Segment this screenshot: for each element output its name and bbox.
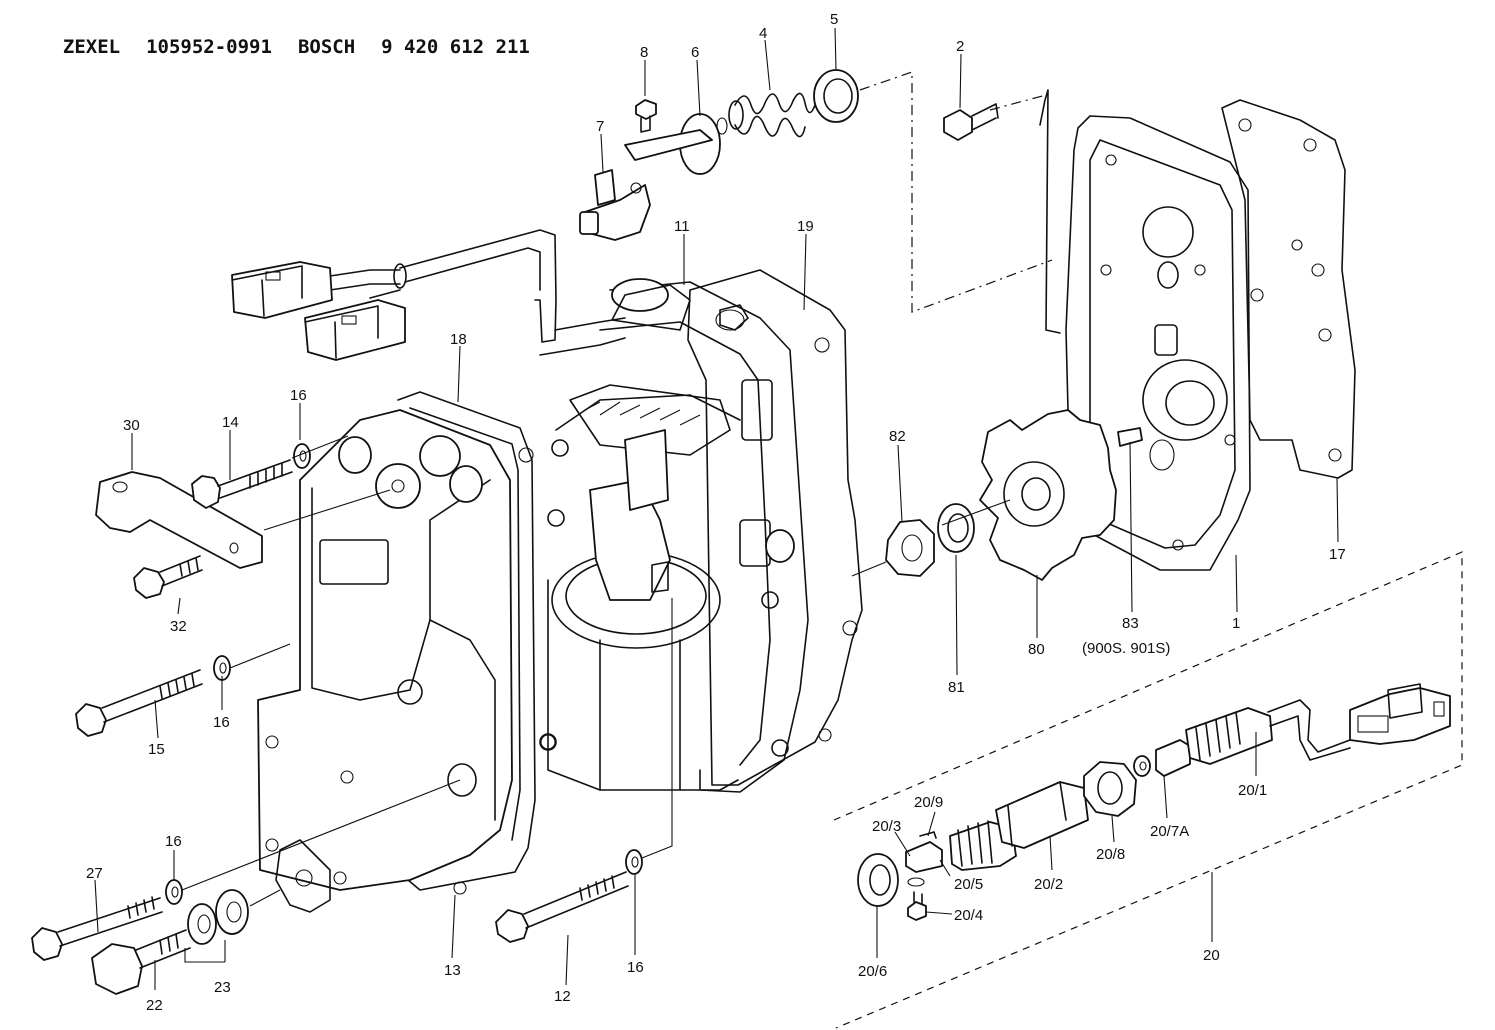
washer-16c [165, 879, 183, 905]
bolt-12 [495, 871, 629, 943]
actuator-11 [539, 278, 809, 793]
washer-16a [293, 443, 311, 469]
bolt-2 [943, 103, 999, 141]
header-part-bosch: 9 420 612 211 [381, 36, 530, 58]
callout-5: 5 [830, 11, 838, 28]
header-brand-bosch: BOSCH [297, 36, 356, 58]
sensor-group-20 [857, 683, 1451, 921]
connector-plug-a [231, 261, 333, 319]
callout-labels: 8 6 4 5 7 2 11 19 18 16 14 30 32 15 16 1… [86, 11, 1346, 1014]
callout-81: 81 [948, 679, 965, 696]
callout-80: 80 [1028, 641, 1045, 658]
spring-4 [728, 92, 816, 138]
callout-18: 18 [450, 331, 467, 348]
washer-16d [625, 849, 643, 875]
callout-8: 8 [640, 44, 648, 61]
cable-harness [329, 229, 626, 356]
callout-20-3: 20/3 [872, 818, 901, 835]
plug-22 [91, 929, 191, 995]
leader-lines [94, 27, 1339, 990]
bolt-27 [31, 896, 163, 961]
callout-16d: 16 [627, 959, 644, 976]
callout-32: 32 [170, 618, 187, 635]
callout-23: 23 [214, 979, 231, 996]
callout-83-note: (900S. 901S) [1082, 640, 1170, 657]
bolt-14 [191, 459, 293, 509]
drive-gear-80 [979, 409, 1117, 581]
callout-82: 82 [889, 428, 906, 445]
callout-4: 4 [759, 25, 767, 42]
callout-30: 30 [123, 417, 140, 434]
header-brand-zexel: ZEXEL [62, 36, 121, 58]
washer-23b [215, 889, 249, 935]
callout-20-2: 20/2 [1034, 876, 1063, 893]
nut-82 [885, 519, 935, 577]
callout-1: 1 [1232, 615, 1240, 632]
bolt-15 [75, 669, 203, 737]
callout-20-7a: 20/7A [1150, 823, 1189, 840]
callout-20-9: 20/9 [914, 794, 943, 811]
gasket-19 [687, 269, 863, 786]
callout-2: 2 [956, 38, 964, 55]
cover-13 [257, 409, 513, 913]
callout-6: 6 [691, 44, 699, 61]
gasket-18 [397, 391, 556, 895]
callout-20: 20 [1203, 947, 1220, 964]
callout-15: 15 [148, 741, 165, 758]
bracket-7 [579, 169, 651, 241]
callout-20-5: 20/5 [954, 876, 983, 893]
connector-plug-b [304, 299, 406, 361]
callout-17: 17 [1329, 546, 1346, 563]
bracket-30 [95, 471, 263, 569]
diagram-header: ZEXEL 105952-0991 BOSCH 9 420 612 211 [40, 14, 556, 58]
pump-body-1 [1039, 89, 1264, 571]
callout-20-8: 20/8 [1096, 846, 1125, 863]
seat-5 [813, 69, 859, 123]
key-83 [1117, 427, 1143, 447]
callout-20-4: 20/4 [954, 907, 983, 924]
callout-19: 19 [797, 218, 814, 235]
housing-gasket-17 [1221, 99, 1356, 479]
callout-7: 7 [596, 118, 604, 135]
callout-22: 22 [146, 997, 163, 1014]
washer-23a [187, 903, 217, 945]
header-part-zexel: 105952-0991 [146, 36, 272, 58]
screw-8 [635, 99, 657, 133]
callout-13: 13 [444, 962, 461, 979]
callout-16b: 16 [213, 714, 230, 731]
callout-16c: 16 [165, 833, 182, 850]
callout-20-6: 20/6 [858, 963, 887, 980]
callout-12: 12 [554, 988, 571, 1005]
bolt-32 [133, 555, 203, 599]
callout-83: 83 [1122, 615, 1139, 632]
washer-81 [937, 503, 975, 553]
callout-16a: 16 [290, 387, 307, 404]
callout-11: 11 [674, 218, 690, 235]
callout-27: 27 [86, 865, 103, 882]
plate-6 [624, 113, 728, 175]
callout-20-1: 20/1 [1238, 782, 1267, 799]
callout-14: 14 [222, 414, 239, 431]
